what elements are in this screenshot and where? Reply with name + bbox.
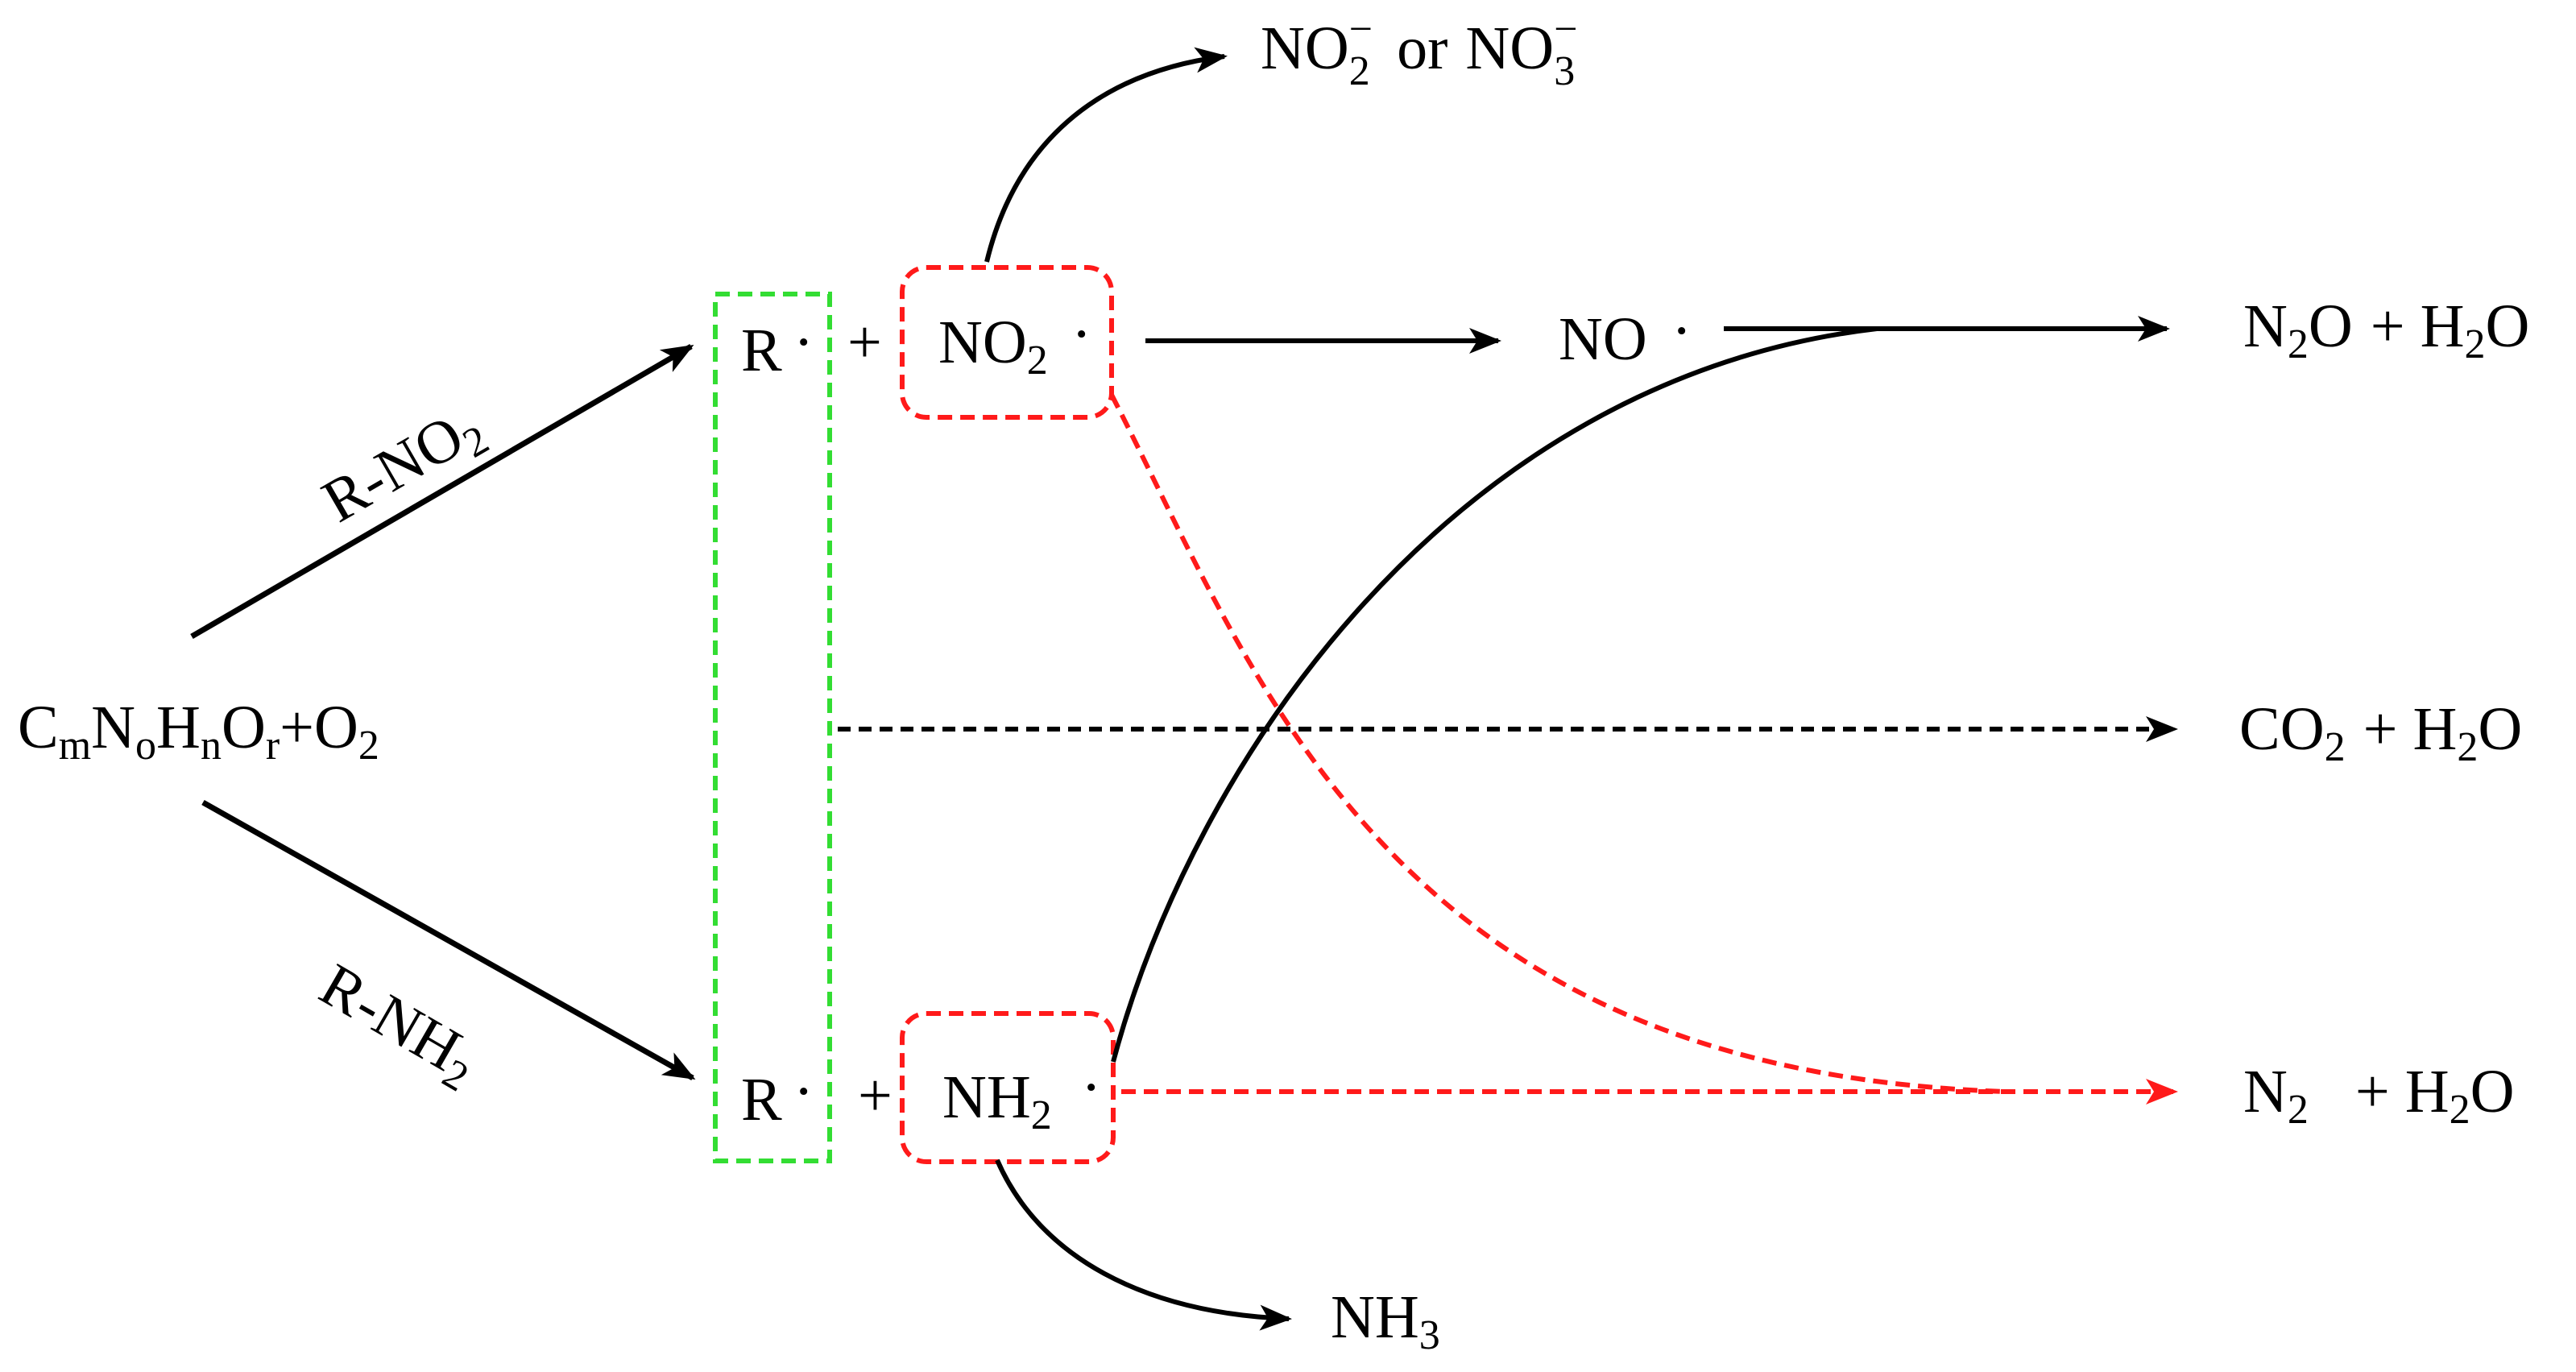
no2-radical: NO2 (938, 309, 1048, 383)
nh2-radical-box (900, 1011, 1116, 1164)
r-radical-top-dot: · (793, 309, 814, 376)
no2-radical-box (900, 265, 1114, 420)
nh2-radical: NH2 (942, 1063, 1052, 1138)
no-radical-dot: · (1671, 297, 1692, 365)
arrow-to-upper-radical (190, 343, 694, 640)
label-r-nh2: R-NH2 (305, 951, 491, 1101)
curve-nh2-to-n2o (1111, 326, 1878, 1063)
arrow-to-lower-radical (201, 799, 696, 1081)
product-n2o-h2o: N2O+ H2O (2243, 292, 2529, 367)
nh2-radical-dot: · (1081, 1054, 1101, 1121)
plus-top: + (847, 309, 882, 376)
r-radical-bottom-dot: · (793, 1058, 814, 1125)
no-radical: NO (1559, 305, 1647, 373)
nh3-product: NH3 (1331, 1283, 1440, 1358)
arrow-no2-to-nitrite-nitrate (984, 47, 1228, 263)
product-n2-h2o: N2+ H2O (2243, 1058, 2515, 1133)
arrow-nh2-to-nh3 (995, 1159, 1292, 1331)
r-radical-top: R (741, 317, 782, 384)
no2-radical-dot: · (1071, 301, 1091, 368)
plus-bottom: + (858, 1062, 892, 1130)
r-radical-bottom: R (741, 1066, 782, 1134)
r-radical-group-box (713, 292, 832, 1163)
reactant-formula: CmNoHnOr+O2 (18, 694, 379, 769)
curve-no2-to-n2 (1109, 393, 2007, 1094)
product-co2-h2o: CO2+ H2O (2239, 695, 2522, 770)
label-r-no2: R-NO2 (312, 392, 497, 541)
